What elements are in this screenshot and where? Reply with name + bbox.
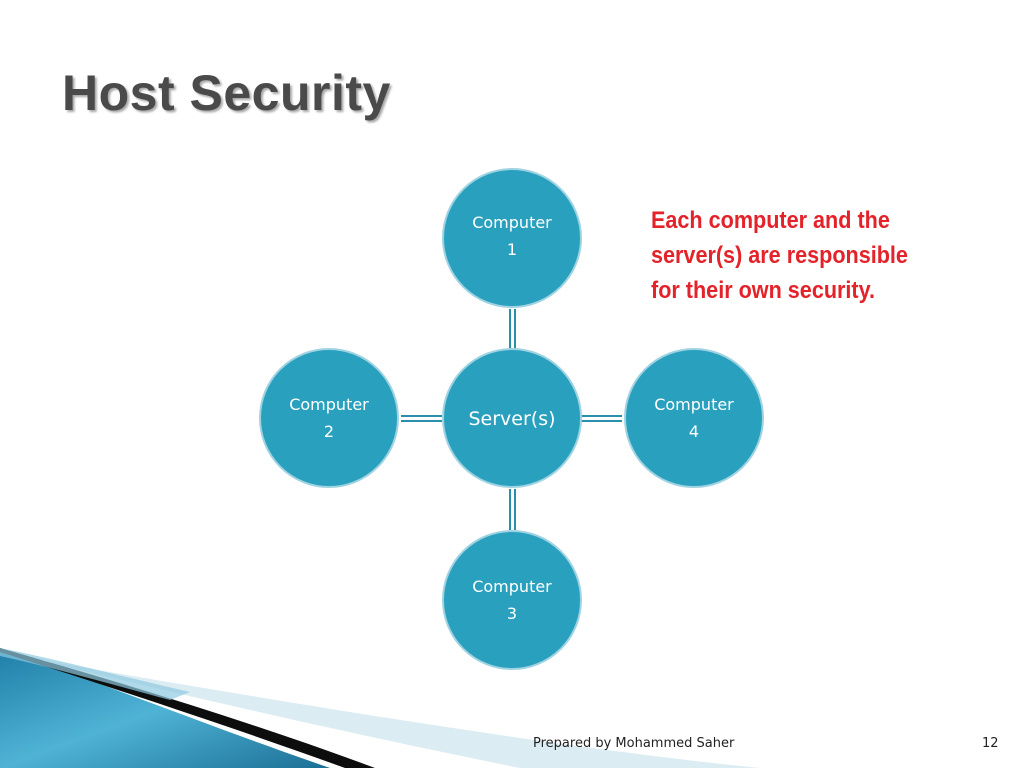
computer-2-node: Computer 2 [259, 348, 399, 488]
connector-right [581, 415, 622, 422]
security-note: Each computer and the server(s) are resp… [651, 207, 908, 304]
connector-top [509, 309, 516, 351]
connector-left [401, 415, 442, 422]
computer-2-label-line1: Computer [289, 395, 369, 414]
page-number: 12 [982, 736, 999, 751]
computer-4-label-line1: Computer [654, 395, 734, 414]
computer-2-label-line2: 2 [324, 422, 334, 441]
server-node: Server(s) [442, 348, 582, 488]
computer-4-node: Computer 4 [624, 348, 764, 488]
computer-3-label-line1: Computer [472, 577, 552, 596]
computer-3-label-line2: 3 [507, 604, 517, 623]
footer-author: Prepared by Mohammed Saher [533, 736, 735, 751]
slide-title: Host Security [62, 65, 391, 121]
server-node-label: Server(s) [468, 408, 555, 430]
computer-1-label-line2: 1 [507, 240, 517, 259]
computer-3-node: Computer 3 [442, 530, 582, 670]
connector-bottom [509, 489, 516, 530]
computer-1-node: Computer 1 [442, 168, 582, 308]
computer-4-label-line2: 4 [689, 422, 699, 441]
computer-1-label-line1: Computer [472, 213, 552, 232]
